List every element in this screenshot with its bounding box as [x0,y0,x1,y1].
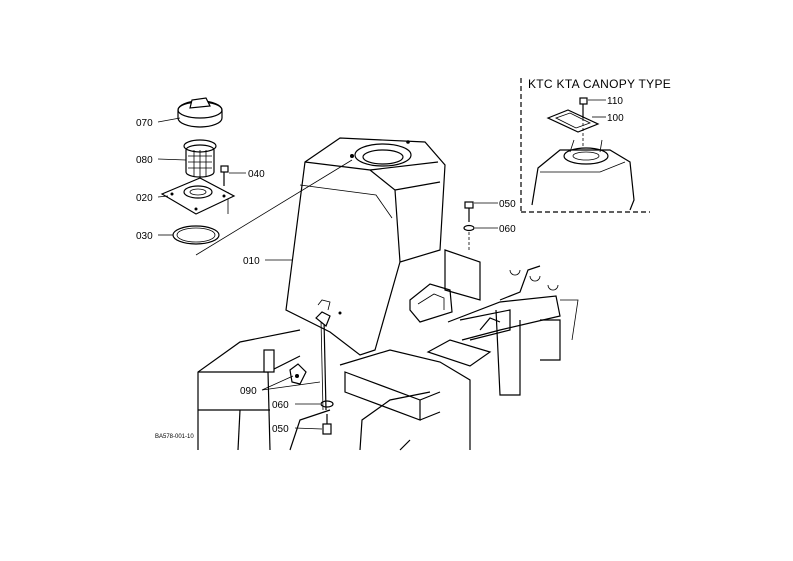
inset-canopy-type: KTC KTA CANOPY TYPE 110 100 [520,77,671,213]
tractor-frame [197,249,579,451]
part-090-strap-clip [289,363,307,385]
leader-090-a [261,375,294,391]
tank-mount-bracket [444,249,481,301]
label-070: 070 [136,118,153,129]
inset-filler-opening [563,147,609,165]
part-090-strap-rod [323,319,327,411]
drawing-code: BA578-001-10 [155,434,194,440]
cap-assembly [160,97,236,245]
label-100: 100 [607,113,624,124]
tank-strap [289,311,334,435]
label-050-right: 050 [499,199,516,210]
label-030: 030 [136,231,153,242]
leader-050-bottom [294,427,323,430]
label-050-bottom: 050 [272,424,289,435]
part-060-washer-bottom [320,400,334,408]
label-020: 020 [136,193,153,204]
right-fasteners [463,201,475,252]
assembly-leader-line [195,159,353,256]
label-040: 040 [248,169,265,180]
part-010-fuel-tank [285,137,446,356]
leader-090-b [261,381,321,391]
tank-filler-neck [354,143,412,167]
frame-upright [495,309,521,396]
inset-tank-outline [531,149,635,211]
label-010: 010 [243,256,260,267]
part-020-flange [160,177,236,215]
part-060-washer-right [463,224,475,232]
leader-020 [157,195,169,198]
frame-post [263,349,275,373]
frame-plate [426,339,492,367]
label-060-right: 060 [499,224,516,235]
part-040-screw [220,165,229,173]
label-060-bottom: 060 [272,400,289,411]
label-090: 090 [240,386,257,397]
frame-crossmember [344,371,421,421]
part-030-gasket [172,225,220,245]
label-080: 080 [136,155,153,166]
leader-070 [157,117,181,123]
part-050-bolt-bottom [322,423,332,435]
part-100-cover-plate [546,109,600,133]
leader-080 [157,158,187,161]
fuel-tank-body [285,137,446,356]
part-050-bolt-right [464,201,474,209]
inset-title: KTC KTA CANOPY TYPE [528,77,671,91]
part-110-bolt [579,97,588,105]
label-110: 110 [607,96,623,107]
